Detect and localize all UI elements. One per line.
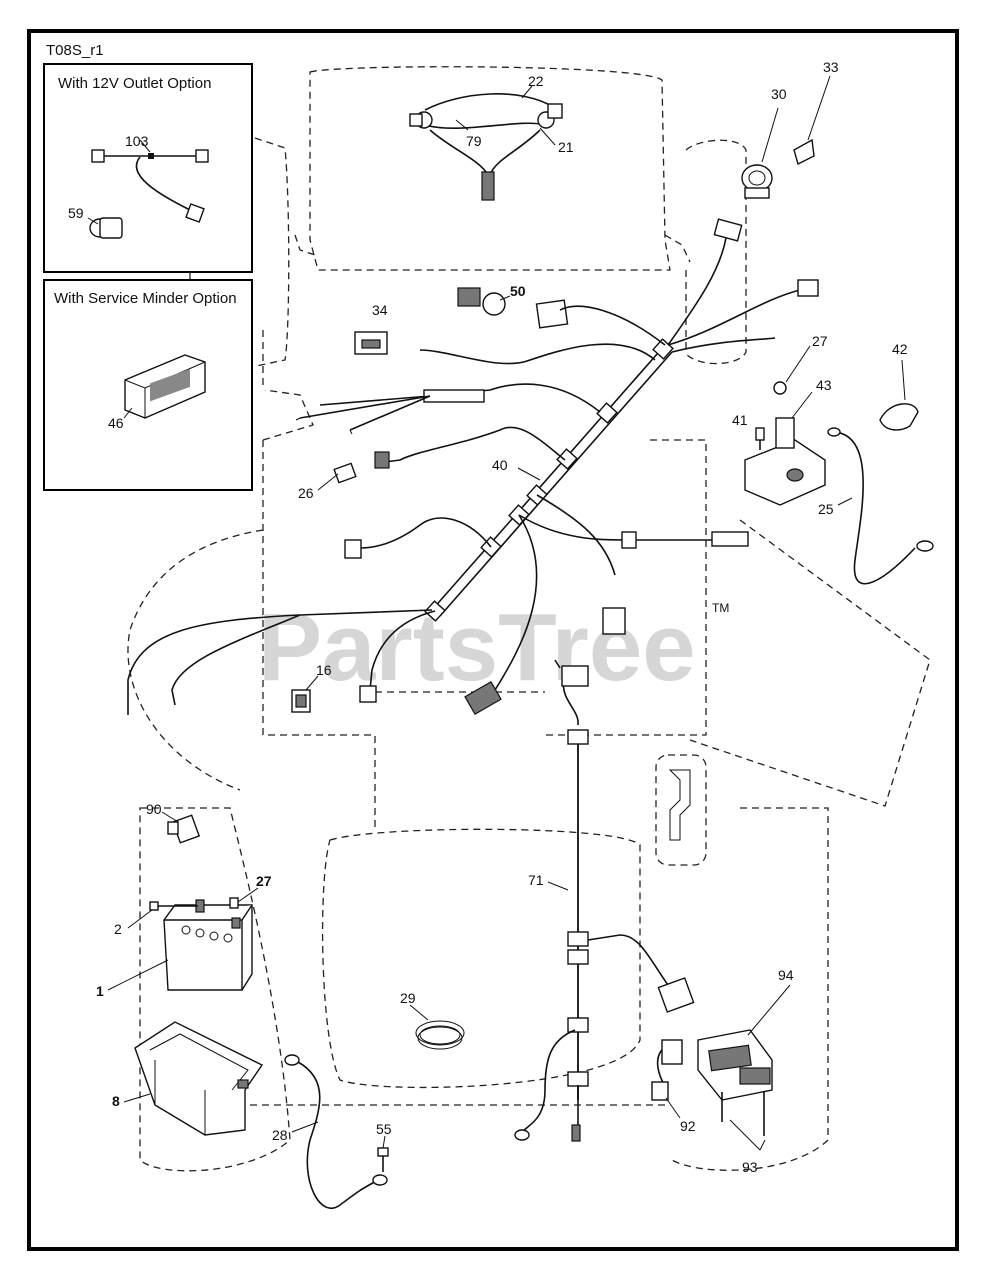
nut-27-part: [229, 897, 239, 909]
callout-34: 34: [372, 302, 388, 318]
callout-43: 43: [816, 377, 832, 393]
relay-90-part: [167, 814, 201, 844]
callout-27-bottom: 27: [256, 873, 272, 889]
terminal-boot-part: [879, 403, 919, 431]
callout-103: 103: [125, 133, 149, 149]
outlet-harness-part: [91, 149, 209, 223]
callout-93: 93: [742, 1159, 758, 1175]
connector-92-part: [651, 1039, 683, 1101]
callout-26: 26: [298, 485, 314, 501]
solenoid-part: [744, 381, 826, 506]
option-box-service-minder: With Service Minder Option 46: [43, 279, 253, 491]
bolt-55-part: [377, 1147, 389, 1172]
callout-71: 71: [528, 872, 544, 888]
module-part: [535, 299, 569, 329]
callout-30: 30: [771, 86, 787, 102]
callout-27-top: 27: [812, 333, 828, 349]
headlight-harness-part: [409, 93, 563, 201]
callout-2: 2: [114, 921, 122, 937]
callout-1: 1: [96, 983, 104, 999]
switch-16-part: [291, 689, 311, 713]
callout-8: 8: [112, 1093, 120, 1109]
watermark: PartsTree: [258, 594, 696, 701]
switch-34-part: [354, 331, 388, 355]
main-harness-part: [127, 218, 819, 715]
pto-switch-part: [457, 287, 506, 316]
battery-part: [163, 899, 253, 991]
callout-21: 21: [558, 139, 574, 155]
option-title-service-minder: With Service Minder Option: [54, 290, 237, 307]
bolt-2-part: [149, 901, 198, 911]
callout-46: 46: [108, 415, 124, 431]
cable-25-part: [827, 427, 934, 585]
diagram-id: T08S_r1: [46, 42, 104, 59]
option-title-12v-outlet: With 12V Outlet Option: [58, 75, 211, 92]
watermark-tm: TM: [712, 601, 729, 615]
callout-16: 16: [316, 662, 332, 678]
chassis-outline: [127, 66, 931, 1172]
callout-33: 33: [823, 59, 839, 75]
wire-coil-part: [415, 1020, 465, 1050]
callout-59: 59: [68, 205, 84, 221]
callout-79: 79: [466, 133, 482, 149]
relay-26-part: [333, 462, 357, 484]
callout-92: 92: [680, 1118, 696, 1134]
screws-93-part: [721, 1092, 766, 1151]
callout-50: 50: [510, 283, 526, 299]
callout-94: 94: [778, 967, 794, 983]
ignition-key-part: [793, 138, 815, 166]
ignition-switch-part: [741, 164, 773, 199]
module-94-part: [697, 1029, 773, 1101]
callout-22: 22: [528, 73, 544, 89]
callout-90: 90: [146, 801, 162, 817]
callout-29: 29: [400, 990, 416, 1006]
option-box-12v-outlet: With 12V Outlet Option 103 59: [43, 63, 253, 273]
bolt-41-part: [755, 427, 765, 450]
battery-tray-part: [134, 1021, 264, 1136]
callout-41: 41: [732, 412, 748, 428]
outlet-socket-part: [89, 217, 123, 239]
callout-55: 55: [376, 1121, 392, 1137]
callout-25: 25: [818, 501, 834, 517]
diagram-border: [27, 29, 959, 1251]
ground-cable-part: [284, 1054, 388, 1209]
callout-28: 28: [272, 1127, 288, 1143]
harness-71-part: [514, 659, 695, 1142]
callout-40: 40: [492, 457, 508, 473]
callout-42: 42: [892, 341, 908, 357]
service-minder-part: [124, 354, 206, 419]
